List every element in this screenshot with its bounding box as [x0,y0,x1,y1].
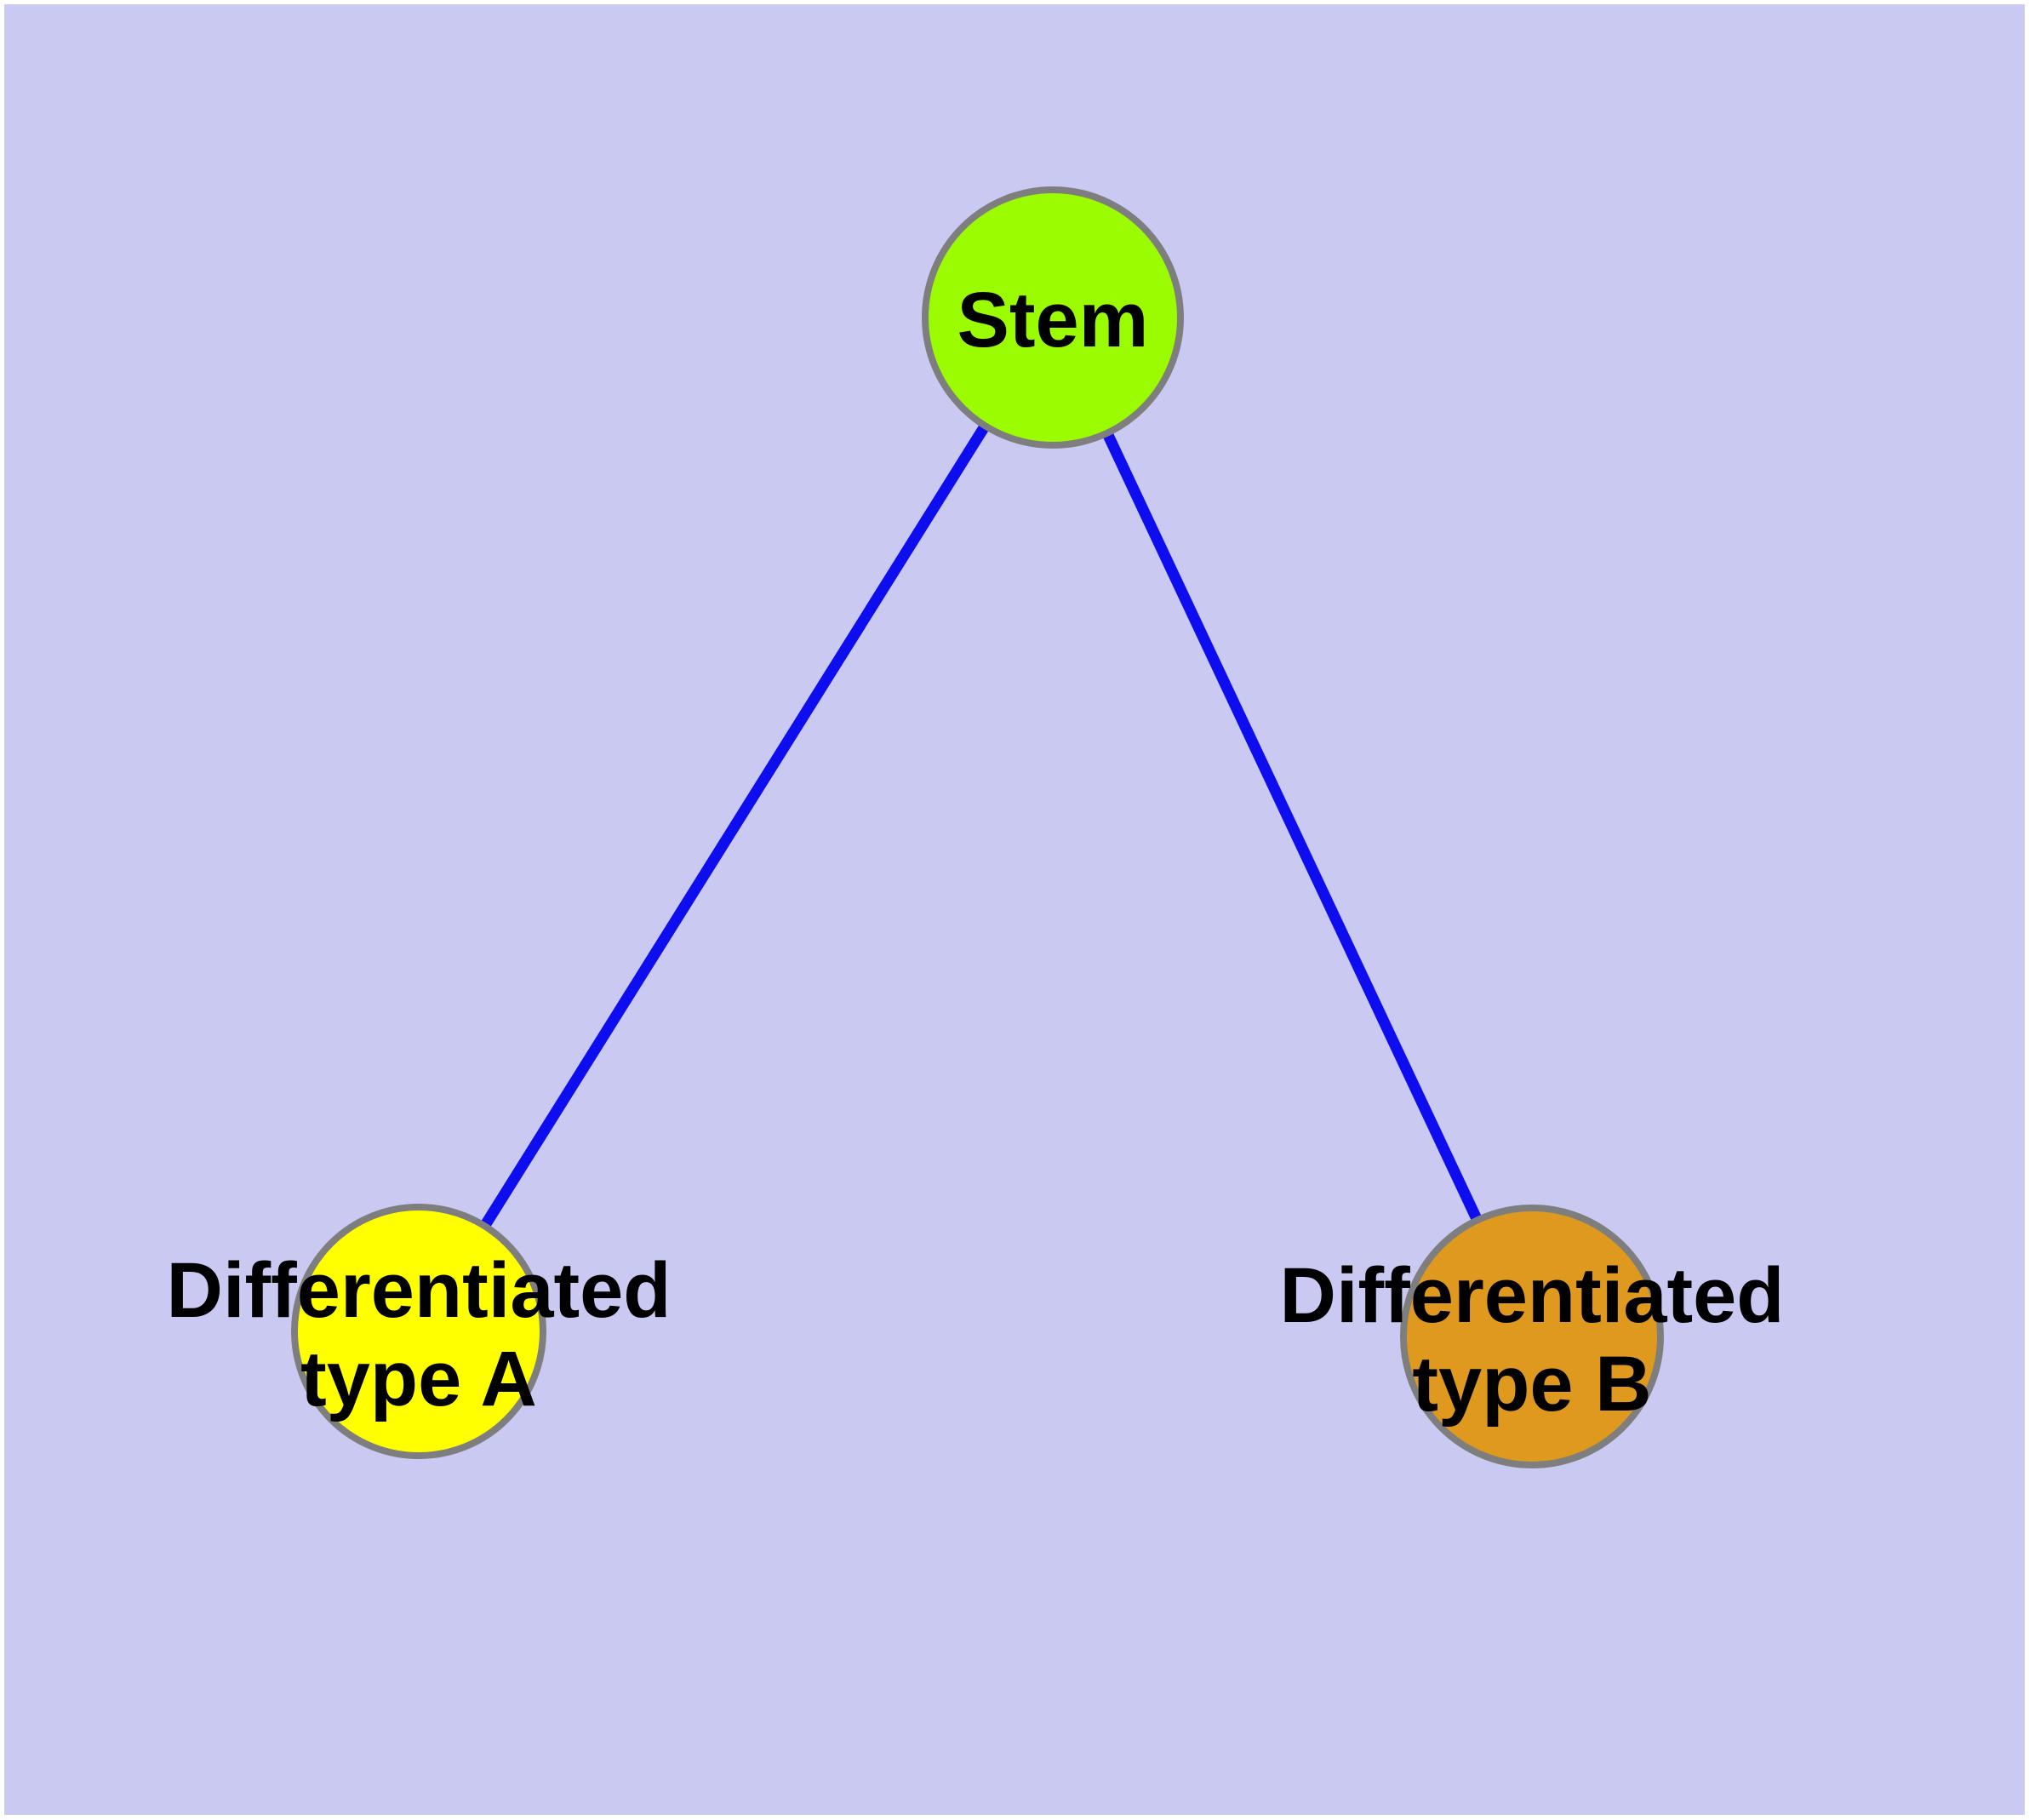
node-stem-circle [922,186,1184,449]
node-type-a-label-line2: type A [300,1336,537,1422]
node-type-b-circle [1400,1205,1664,1468]
node-stem-label: Stem [957,277,1149,363]
edge-stem-to-type-b [1048,315,1537,1339]
node-type-a-label-line1: Differentiated [167,1247,672,1334]
node-type-b-label-line1: Differentiated [1280,1252,1785,1339]
node-type-a-circle [291,1204,546,1459]
edge-stem-to-type-a [414,314,1058,1335]
node-type-b-label-line2: type B [1412,1341,1651,1428]
